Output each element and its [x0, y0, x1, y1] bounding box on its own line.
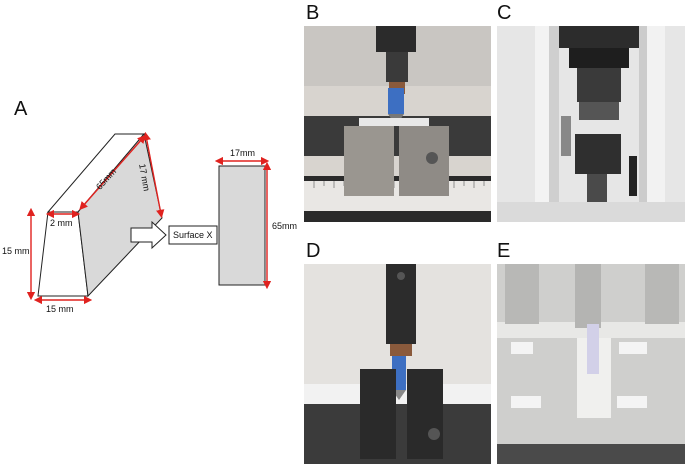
surface-callout-arrow: [130, 220, 167, 250]
height-label: 15 mm: [2, 246, 30, 256]
panel-label-d: D: [306, 240, 321, 262]
photo-c-testing-machine: [497, 26, 685, 222]
panel-label-b: B: [306, 2, 320, 24]
surface-length-label: 65mm: [272, 221, 298, 231]
panel-label-a: A: [14, 98, 28, 120]
depth-arrow: [142, 131, 165, 219]
photo-e-multi-station: [497, 264, 685, 464]
surface-callout-box: [168, 225, 218, 245]
photo-b-clamp-test: [304, 26, 491, 222]
surface-width-label: 17mm: [230, 148, 256, 158]
panel-label-c: C: [497, 2, 512, 24]
photo-d-vblock-test: [304, 264, 491, 464]
surface-x-rectangle: [218, 165, 266, 286]
length-arrow: [79, 134, 146, 211]
panel-label-e: E: [497, 240, 511, 262]
surface-callout-label: Surface X: [173, 230, 213, 240]
top-thickness-label: 2 mm: [50, 218, 73, 228]
base-width-label: 15 mm: [46, 304, 74, 314]
specimen-diagram: [26, 131, 272, 305]
